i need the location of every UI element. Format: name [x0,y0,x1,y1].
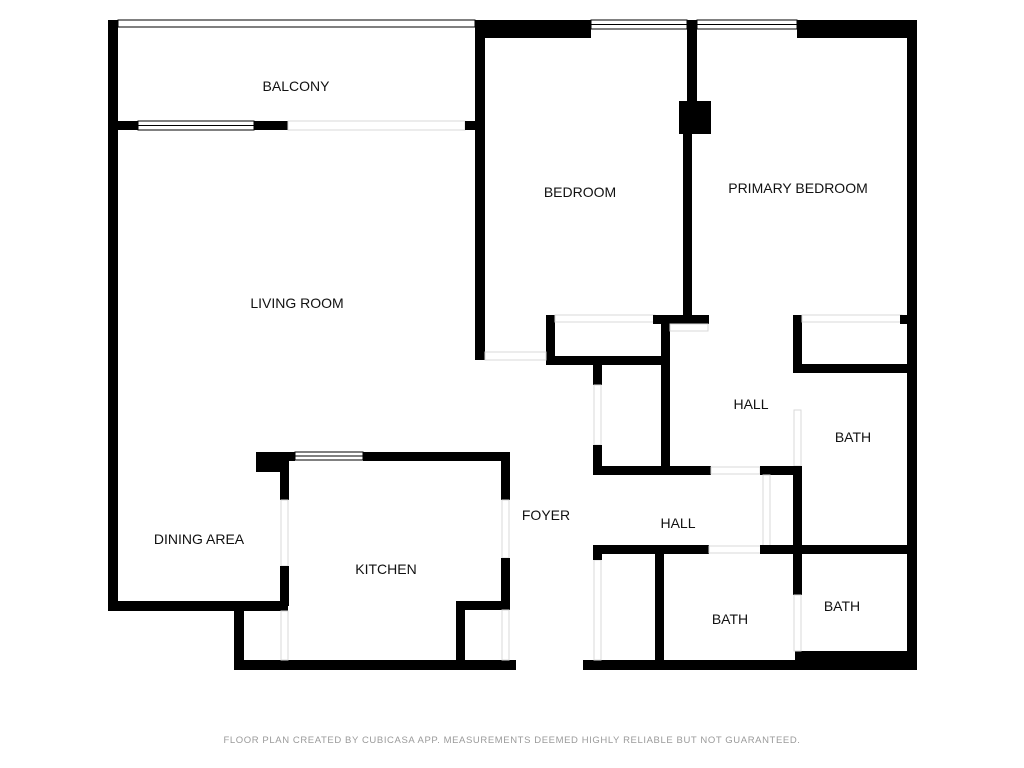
wall-bedroom-divider-top [687,20,697,110]
wall-balcony-bottom-left [108,121,138,130]
wall-hall-lower-bottom-right [760,545,917,554]
primary-closet-door [801,314,903,323]
wall-bottom-left [234,660,516,670]
wall-hall-lower-bottom-left [593,545,709,554]
bedroom-door [484,351,547,361]
wall-bottom-right [583,660,917,670]
wall-primary-closet-right-nub [900,315,910,324]
wall-right [907,20,917,670]
wall-bath-bottom-divider [793,545,802,595]
wall-closet-left [546,315,555,363]
kitchen-opening-right [501,499,510,559]
bath-bottom-door [708,545,763,554]
label-bedroom: BEDROOM [544,184,616,200]
wall-bottom-right-thick [795,651,917,670]
bath-right-door [793,409,802,467]
hall-door-upper [669,323,709,332]
outer-walls [108,20,917,670]
wall-kitchen-left-lower [280,566,289,606]
label-kitchen: KITCHEN [355,561,416,577]
wall-kitchen-left [280,452,289,500]
wall-linen-bottom [593,466,711,475]
wall-linen-left-bottom [593,445,602,475]
wall-kitchen-right [501,452,510,500]
label-bath-right: BATH [835,429,871,445]
closet-door [554,314,656,323]
wall-bath-right-left [793,466,802,554]
label-bath-bottom-right: BATH [824,598,860,614]
wall-top-bedroom-left [475,20,591,38]
balcony-area [108,19,485,131]
label-hall-lower: HALL [660,515,695,531]
wall-top-primary-right [797,20,917,38]
right-walls [593,314,917,670]
balcony-slider-door [287,120,466,131]
wall-linen-left [593,363,602,385]
room-labels: BALCONY LIVING ROOM BEDROOM PRIMARY BEDR… [154,78,871,627]
column [679,101,711,134]
wall-left [108,20,118,611]
wall-bedroom-left [475,20,485,360]
bath-bottom-right-door [793,594,802,652]
wall-balcony-bottom-mid [254,121,288,130]
label-foyer: FOYER [522,507,570,523]
wall-primary-closet-left [793,315,802,370]
wall-closet-bottom [546,356,668,365]
wall-dining-bottom [108,601,288,611]
hall-lower-door-right [762,474,771,548]
kitchen-walls [256,451,510,670]
storage-door [280,610,289,661]
balcony-rail [117,19,476,28]
wall-hall-mid [760,466,800,475]
closet-bottom-door [593,559,602,661]
wall-pantry-left [456,601,465,670]
label-living-room: LIVING ROOM [250,295,343,311]
bedroom-walls [475,20,711,365]
label-bath-bottom-middle: BATH [712,611,748,627]
label-hall-upper: HALL [733,396,768,412]
wall-linen-right [661,315,670,475]
wall-pantry-top [456,601,510,610]
hall-walls [593,315,917,554]
label-dining-area: DINING AREA [154,531,245,547]
wall-closet-bottom-left [593,545,602,560]
wall-bath-bottom-left [655,545,664,670]
label-primary-bedroom: PRIMARY BEDROOM [728,180,868,196]
hall-door-mid [710,466,761,475]
wall-closet-top-right [653,315,709,324]
disclaimer-footer: FLOOR PLAN CREATED BY CUBICASA APP. MEAS… [223,735,801,746]
wall-kitchen-left-step [234,601,244,670]
pantry-door [501,609,510,661]
wall-kitchen-top [363,452,509,461]
label-balcony: BALCONY [263,78,331,94]
wall-kitchen-right-lower [501,558,510,610]
wall-primary-closet-bottom [793,364,917,373]
wall-bedroom-divider [683,130,692,325]
linen-door [593,384,602,446]
kitchen-opening-left [280,499,289,567]
